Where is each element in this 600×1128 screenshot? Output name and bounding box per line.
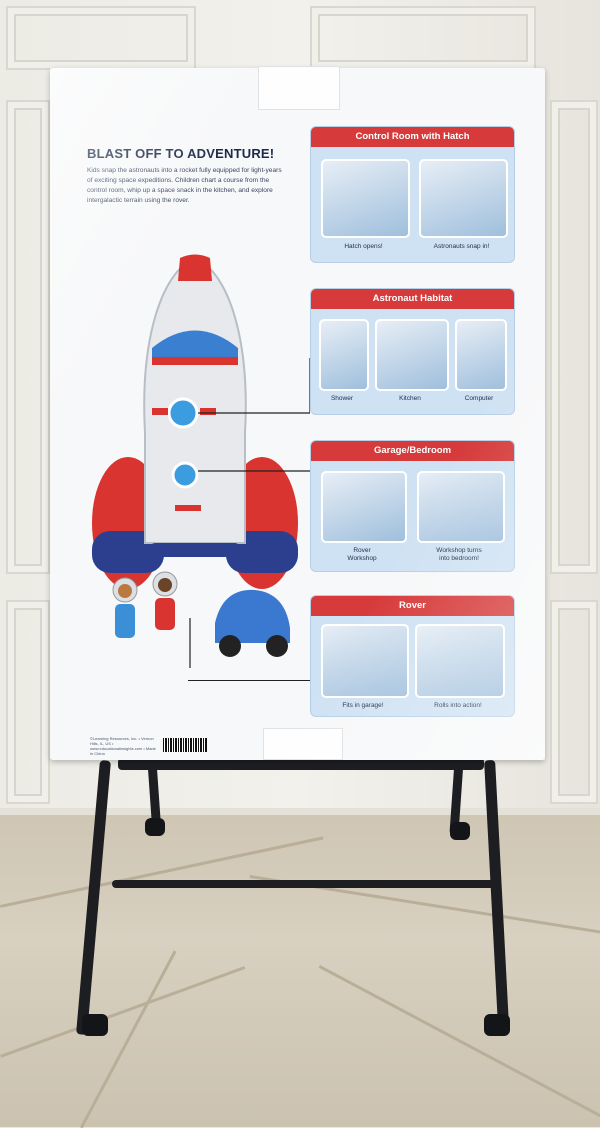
rocket-stripe (200, 408, 216, 415)
thumb-astronauts-snap (419, 159, 508, 238)
astronaut-suit-icon (155, 598, 175, 630)
caption: Rover Workshop (347, 547, 377, 562)
caption: Rolls into action! (434, 702, 482, 709)
callout-line (188, 680, 310, 681)
section-control-room: Control Room with Hatch Hatch opens! Ast… (310, 126, 515, 263)
caption: Kitchen (399, 395, 421, 402)
tape-strip (258, 66, 340, 110)
toy-box-back: BLAST OFF TO ADVENTURE! Kids snap the as… (50, 66, 545, 760)
caption: Workshop turns into bedroom! (436, 547, 482, 562)
section-rover: Rover Fits in garage! Rolls into action! (310, 595, 515, 717)
rocket-illustration (92, 254, 310, 589)
door-panel (6, 6, 196, 70)
easel-cross-bar (112, 880, 498, 888)
callout-line (198, 358, 310, 414)
tile-grout (0, 836, 324, 908)
easel-foot (484, 1014, 510, 1036)
rocket-body (143, 256, 247, 544)
door-panel (310, 6, 536, 70)
easel-foot (450, 822, 470, 840)
rocket-hazard-stripe (175, 505, 201, 511)
thumb-shower (319, 319, 369, 391)
rover-body-icon (215, 589, 290, 643)
thumb-hatch-open (321, 159, 410, 238)
thumb-kitchen (375, 319, 449, 391)
rocket-porthole-icon (167, 397, 199, 429)
caption: Fits in garage! (342, 702, 384, 709)
rocket-stripe (152, 408, 168, 415)
box-blurb: Kids snap the astronauts into a rocket f… (87, 167, 282, 204)
door-panel (6, 600, 50, 804)
caption: Hatch opens! (344, 243, 383, 250)
door-panel (6, 100, 50, 574)
thumb-fits-garage (321, 624, 409, 698)
astronaut-face-icon (158, 578, 172, 592)
box-headline: BLAST OFF TO ADVENTURE! (87, 146, 275, 161)
section-garage-bedroom: Garage/Bedroom Rover Workshop Workshop t… (310, 440, 515, 572)
easel-foot (82, 1014, 108, 1036)
rocket-cockpit-window (152, 330, 238, 363)
caption: Shower (330, 395, 354, 402)
rocket-cockpit-trim (152, 357, 238, 365)
astronaut-suit-icon (115, 604, 135, 638)
rocket-nose-cone (178, 254, 212, 281)
section-title: Astronaut Habitat (311, 289, 514, 309)
section-title: Rover (311, 596, 514, 616)
section-astronaut-habitat: Astronaut Habitat Shower Kitchen Compute… (310, 288, 515, 415)
thumb-rolls-action (415, 624, 505, 698)
easel-top-bar (118, 758, 484, 770)
caption: Computer (464, 395, 494, 402)
thumb-rover-workshop (321, 471, 407, 543)
thumb-computer (455, 319, 507, 391)
tile-grout (80, 950, 177, 1128)
rover-wheel-icon (219, 635, 241, 657)
astronaut-face-icon (118, 584, 132, 598)
rover-wheel-icon (266, 635, 288, 657)
section-title: Garage/Bedroom (311, 441, 514, 461)
caption: Astronauts snap in! (433, 243, 490, 250)
thumb-bedroom (417, 471, 505, 543)
rocket-porthole-icon (171, 461, 199, 489)
section-title: Control Room with Hatch (311, 127, 514, 147)
door-panel (550, 100, 598, 574)
toy-figures (112, 571, 290, 668)
easel-foot (145, 818, 165, 836)
tile-grout (318, 965, 600, 1118)
tape-strip (263, 728, 343, 760)
fine-print: ©Learning Resources, Inc. • Vernon Hills… (90, 736, 156, 756)
door-panel (550, 600, 598, 804)
barcode (163, 738, 207, 752)
rocket-engine-base (150, 543, 240, 557)
